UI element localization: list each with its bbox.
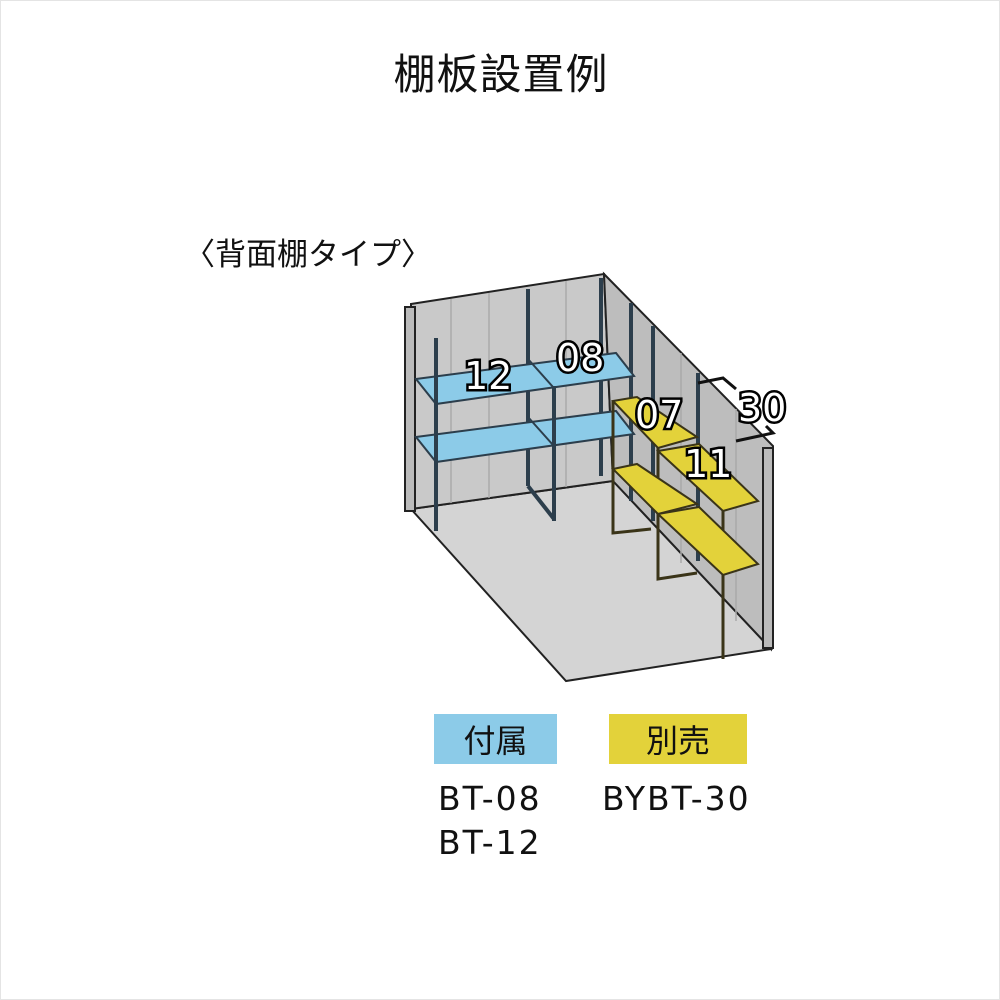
subtitle: 〈背面棚タイプ〉 [184,237,432,273]
shelf-bybt30-module1-lower [610,462,700,516]
label-08: 08 [556,336,604,380]
shelf-bt12-upper [414,351,636,406]
shelf-bt12-lower [414,409,636,464]
shelf-bybt30-module2-upper [655,442,760,513]
code-bybt-30: BYBT-30 [602,779,751,818]
label-07: 07 [635,393,683,437]
code-bt-12: BT-12 [438,823,542,862]
shelf-bybt30-module2-lower [655,505,760,577]
code-bt-08: BT-08 [438,779,542,818]
label-12: 12 [464,354,512,398]
legend-included-label: 付属 [463,722,528,760]
label-11: 11 [684,442,732,486]
legend-included-badge: 付属 [434,714,557,764]
dimension-bracket-bottom [735,424,777,443]
dimension-bracket-top [697,376,737,391]
right-wall-panel [762,447,774,649]
legend-optional-label: 別売 [645,722,710,760]
shelf-bybt30-module1-upper [610,395,700,450]
legend-optional-badge: 別売 [609,714,747,764]
left-wall-panel [404,306,416,512]
label-30: 30 [738,386,786,430]
page-title: 棚板設置例 [393,50,609,99]
